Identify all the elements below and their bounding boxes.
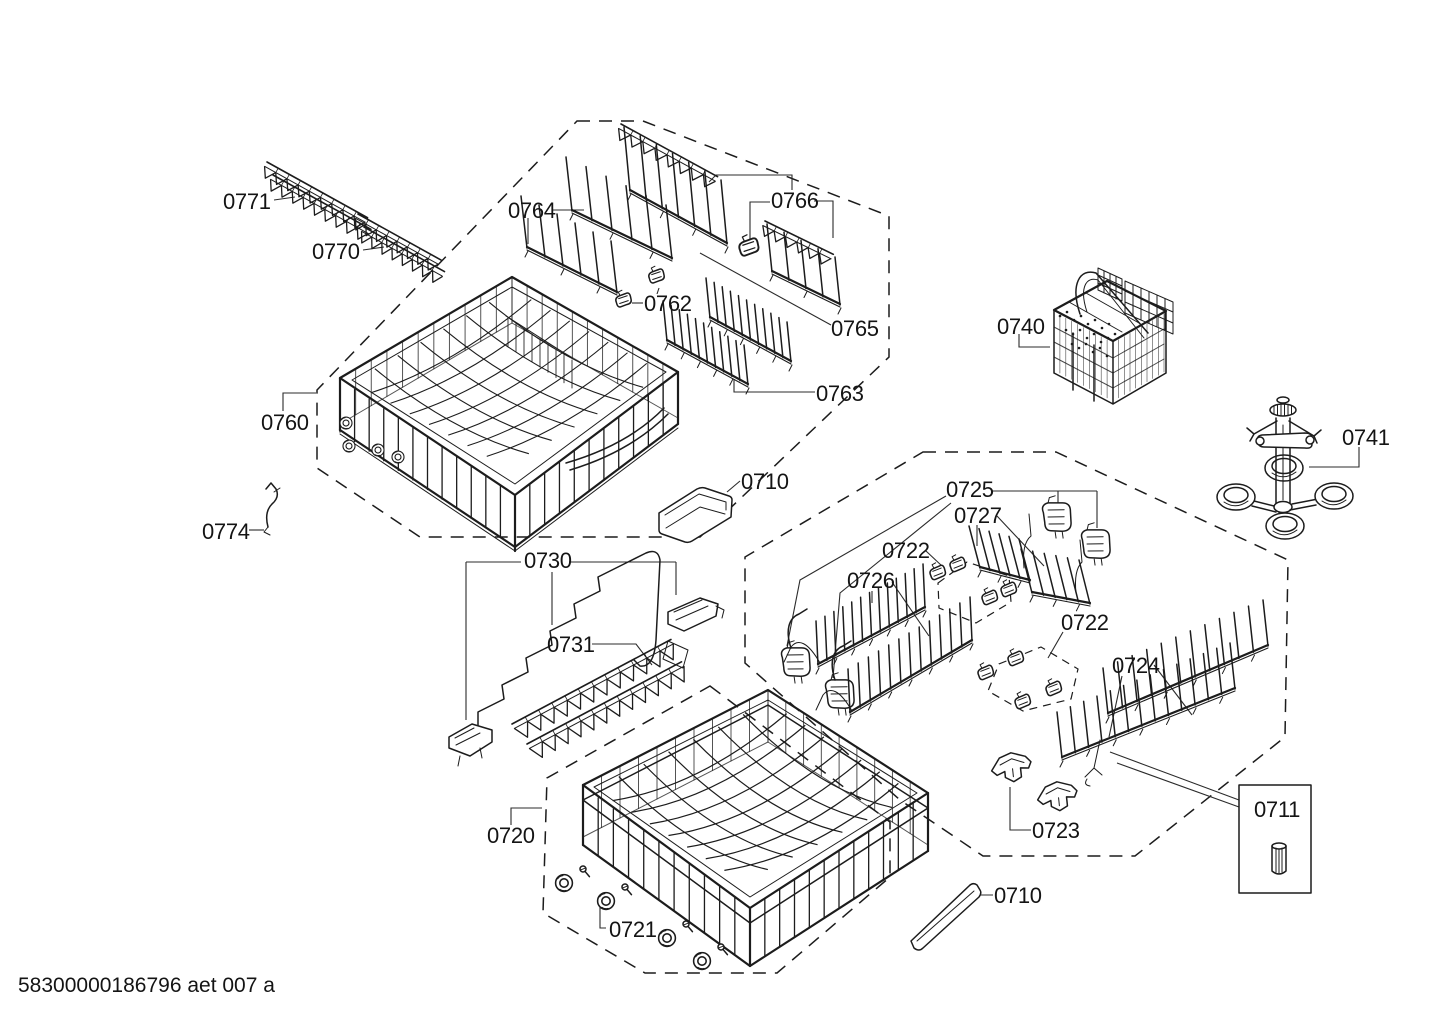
part-label-0721: 0721 xyxy=(609,917,657,942)
comb-0771 xyxy=(263,161,372,240)
clips-0722-upper xyxy=(927,552,1019,607)
part-label-0710-lower: 0710 xyxy=(994,883,1042,908)
part-label-0741: 0741 xyxy=(1342,425,1390,450)
clip-set-outline-lower xyxy=(987,646,1079,712)
part-label-0766: 0766 xyxy=(771,188,819,213)
leader-lines xyxy=(249,174,1360,929)
part-label-0765: 0765 xyxy=(831,316,879,341)
part-label-0710-upper: 0710 xyxy=(741,469,789,494)
part-label-0771: 0771 xyxy=(223,189,271,214)
folding-rack-0731 xyxy=(511,638,689,758)
cutlery-basket-0740 xyxy=(1052,267,1174,405)
clip-set-outline-upper xyxy=(937,561,1012,624)
lower-basket-0720 xyxy=(554,688,930,971)
comb-0770 xyxy=(354,213,446,283)
document-code: 58300000186796 aet 007 a xyxy=(18,974,275,997)
part-label-0725: 0725 xyxy=(946,477,994,502)
part-label-0740: 0740 xyxy=(997,314,1045,339)
part-label-0731: 0731 xyxy=(547,632,595,657)
part-label-0724: 0724 xyxy=(1112,653,1160,678)
part-label-0720: 0720 xyxy=(487,823,535,848)
tine-rows-0726 xyxy=(783,563,974,723)
part-label-0730: 0730 xyxy=(524,548,572,573)
pin-box-0711 xyxy=(1238,784,1312,894)
tine-row-0765 xyxy=(617,123,729,254)
tine-row-0764 xyxy=(520,156,674,296)
part-label-0760: 0760 xyxy=(261,410,309,435)
part-label-0770: 0770 xyxy=(312,239,360,264)
clips-0725 xyxy=(779,493,1114,719)
part-label-0723: 0723 xyxy=(1032,818,1080,843)
tray-0710-upper xyxy=(658,486,733,544)
part-label-0727: 0727 xyxy=(954,503,1002,528)
tine-row-0724 xyxy=(1056,599,1270,787)
upper-basket-0760 xyxy=(338,275,680,553)
part-label-0722-upper: 0722 xyxy=(882,538,930,563)
strip-0710-lower xyxy=(910,882,982,951)
part-label-0763: 0763 xyxy=(816,381,864,406)
brackets-0723 xyxy=(989,750,1080,814)
clip-0774 xyxy=(263,482,281,536)
part-label-0726: 0726 xyxy=(847,568,895,593)
assembly-outlines xyxy=(316,120,1289,974)
tine-row-0763 xyxy=(662,277,793,395)
part-label-0762: 0762 xyxy=(644,291,692,316)
stemware-holder-0741 xyxy=(1216,396,1354,540)
part-label-0774: 0774 xyxy=(202,519,250,544)
tine-row-0766 xyxy=(736,220,842,315)
part-label-0764: 0764 xyxy=(508,198,556,223)
part-label-0711: 0711 xyxy=(1254,797,1301,822)
tine-racks-0727 xyxy=(968,513,1092,612)
part-label-0722-lower: 0722 xyxy=(1061,610,1109,635)
